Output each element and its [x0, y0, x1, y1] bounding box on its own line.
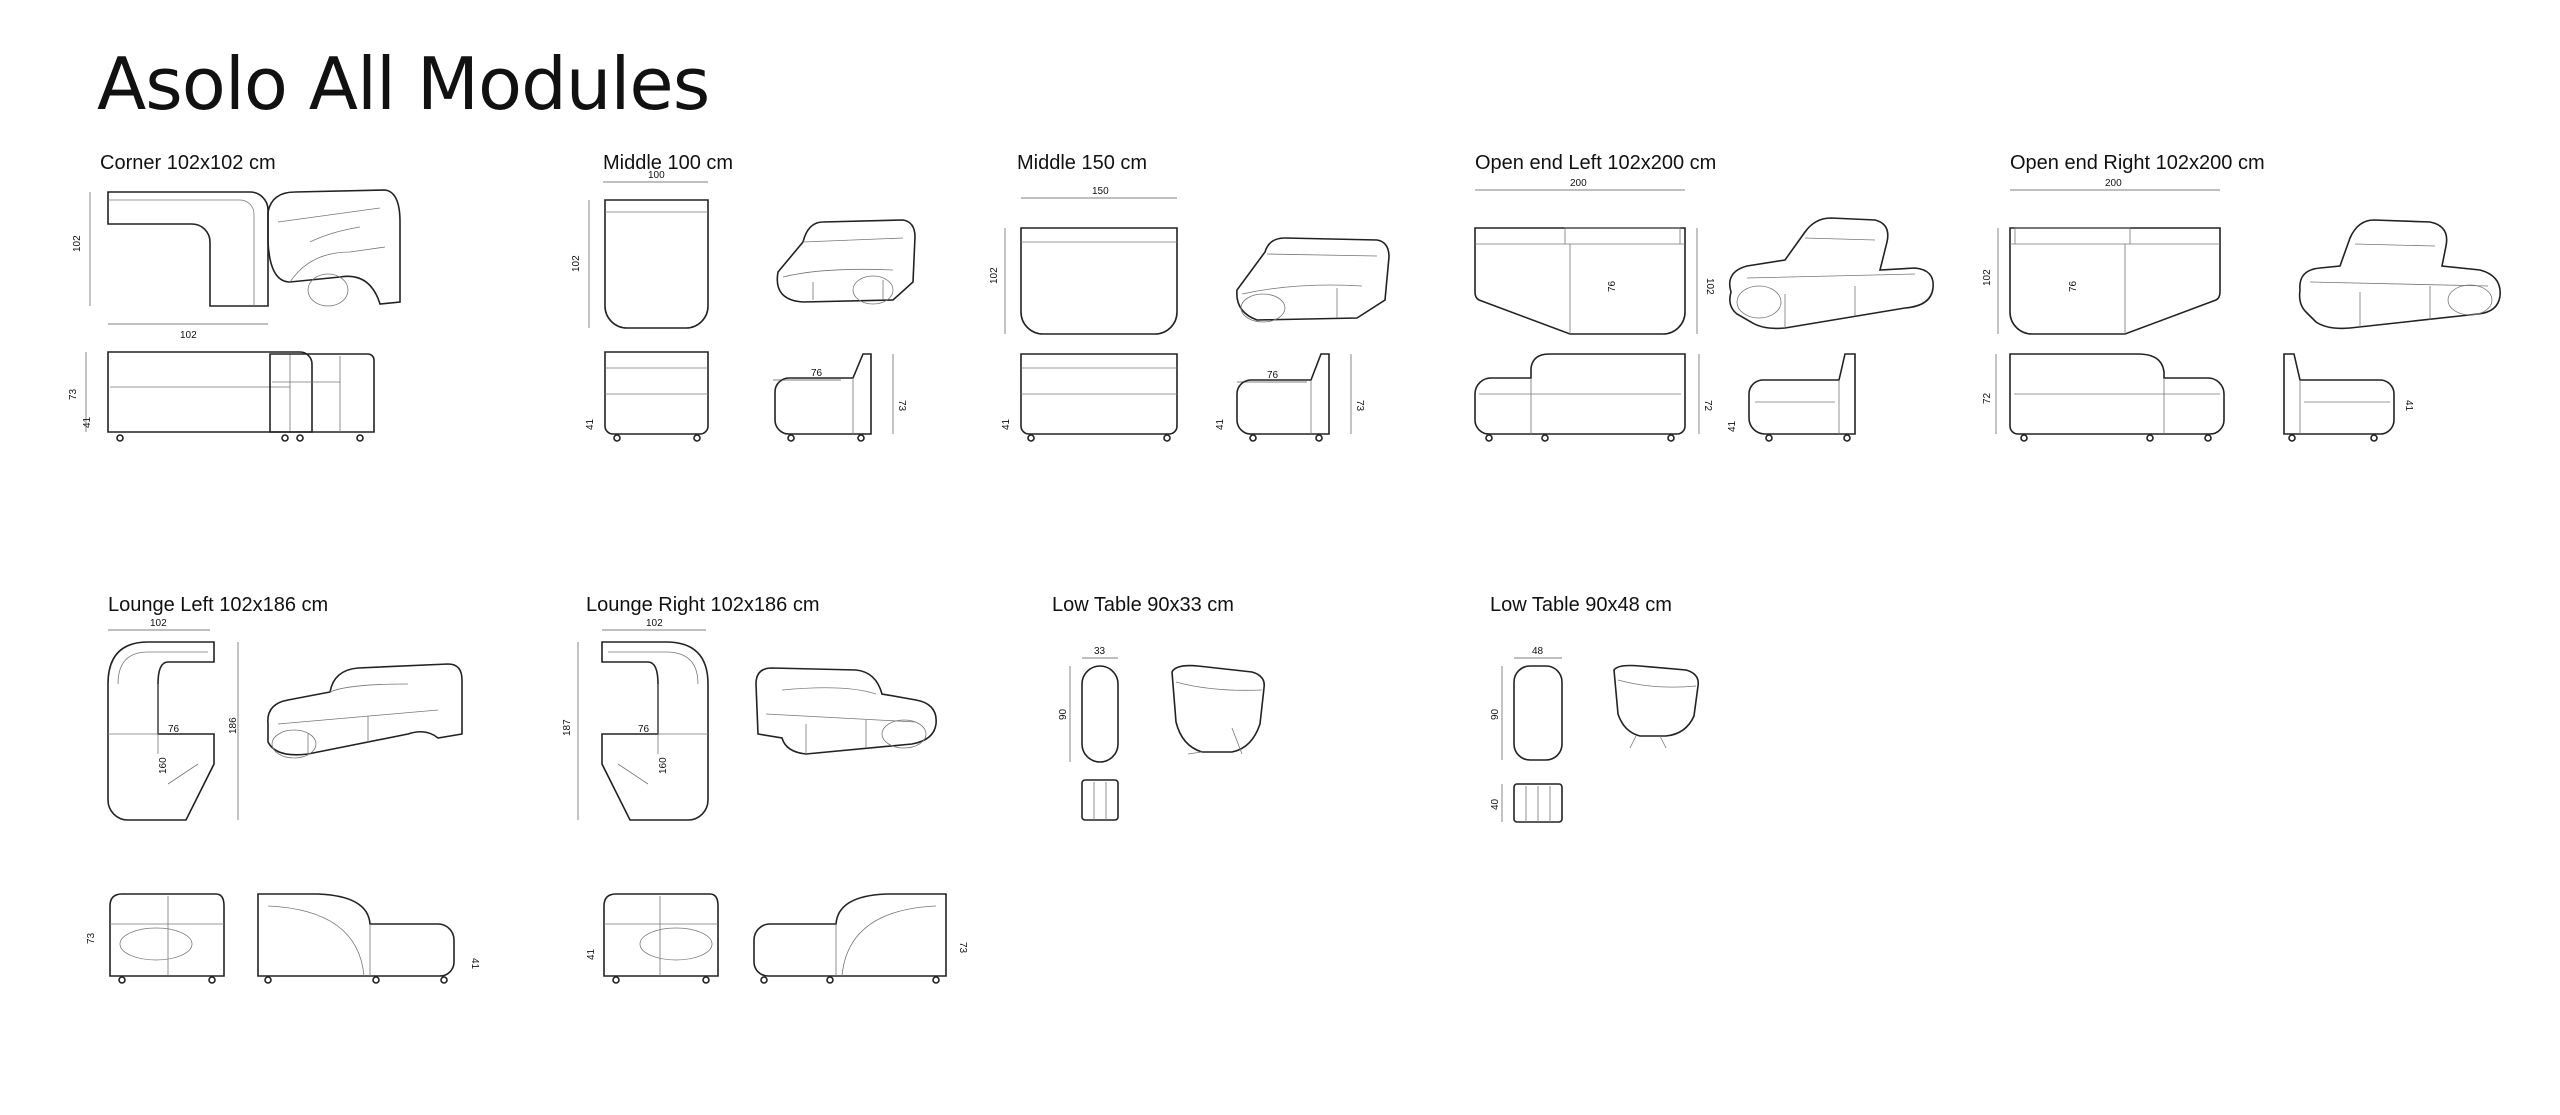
- low-table-90x48-perspective-view: [1613, 664, 1700, 749]
- open-end-right-dim-depth: 102: [1982, 269, 1993, 286]
- open-end-right-dim-height: 72: [1982, 392, 1993, 404]
- open-end-left-dim-height: 72: [1702, 400, 1713, 412]
- open-end-left-perspective-view: [1728, 217, 1934, 330]
- module-title: Lounge Right 102x186 cm: [586, 594, 820, 616]
- open-end-left-drawings: 200 102 76 72 41: [1474, 178, 1934, 442]
- lounge-right-front-view: [603, 893, 719, 984]
- lounge-left-dim-width: 102: [150, 618, 167, 629]
- middle-100-dim-width: 100: [648, 170, 665, 181]
- open-end-left-plan-view: [1474, 189, 1698, 335]
- lounge-left-dim-seat-depth: 76: [168, 724, 180, 735]
- low-table-90x48-dim-height: 40: [1490, 798, 1501, 810]
- low-table-90x48-dim-width: 48: [1532, 646, 1544, 657]
- middle-150-dim-seat: 41: [1001, 418, 1012, 430]
- open-end-right-dim-width: 200: [2105, 178, 2122, 189]
- lounge-right-dim-length: 187: [562, 719, 573, 736]
- module-title: Open end Left 102x200 cm: [1475, 152, 1717, 174]
- corner-dim-width: 102: [180, 330, 197, 341]
- open-end-right-drawings: 200 102 76 72 41: [1982, 178, 2501, 442]
- lounge-right-drawings: 102 76 160 187 41 73: [562, 618, 968, 984]
- open-end-left-front-view: [1474, 353, 1700, 442]
- lounge-left-drawings: 102 76 160 186 73 41: [86, 618, 480, 984]
- corner-dim-seat: 41: [82, 416, 93, 428]
- open-end-right-plan-view: [1997, 189, 2221, 335]
- open-end-right-front-view: [1995, 353, 2225, 442]
- middle-150-dim-seat-side: 41: [1215, 418, 1226, 430]
- middle-100-dim-seat: 41: [585, 418, 596, 430]
- lounge-right-dim-seat: 41: [586, 948, 597, 960]
- middle-150-front-view: [1020, 353, 1178, 442]
- middle-150-dim-width: 150: [1092, 186, 1109, 197]
- middle-100-drawings: 100 102 41 76 73: [571, 170, 916, 442]
- lounge-right-perspective-view: [755, 667, 937, 755]
- open-end-right-dim-seat-depth: 76: [2068, 280, 2079, 292]
- lounge-left-dim-seat: 41: [469, 958, 480, 970]
- low-table-90x33-drawings: 33 90: [1058, 646, 1266, 821]
- low-table-90x33-dim-width: 33: [1094, 646, 1106, 657]
- low-table-90x48-plan-view: [1501, 657, 1563, 761]
- open-end-left-dim-seat-depth: 76: [1607, 280, 1618, 292]
- low-table-90x33-perspective-view: [1171, 664, 1266, 755]
- lounge-right-plan-view: [577, 629, 709, 821]
- module-title: Low Table 90x33 cm: [1052, 594, 1234, 616]
- lounge-right-dim-seat-depth: 76: [638, 724, 650, 735]
- low-table-90x33-plan-view: [1069, 657, 1119, 763]
- middle-100-dim-depth: 102: [571, 255, 582, 272]
- middle-150-plan-view: [1004, 197, 1178, 335]
- open-end-right-side-view: [2283, 353, 2395, 442]
- middle-150-side-view: [1236, 353, 1352, 442]
- corner-plan-view: [89, 191, 269, 325]
- middle-150-dim-seat-depth: 76: [1267, 370, 1279, 381]
- lounge-left-front-view: [109, 893, 225, 984]
- middle-100-dim-height: 73: [896, 400, 907, 412]
- corner-dim-height: 73: [68, 388, 79, 400]
- low-table-90x33-dim-length: 90: [1058, 708, 1069, 720]
- corner-drawings: 102 102 73 41: [68, 189, 401, 442]
- middle-150-drawings: 150 102 41 76 41 73: [989, 186, 1390, 442]
- corner-dim-depth: 102: [72, 235, 83, 252]
- lounge-left-side-view: [257, 893, 455, 984]
- lounge-left-dim-inner-length: 160: [158, 757, 169, 774]
- lounge-right-side-view: [753, 893, 947, 984]
- open-end-left-dim-width: 200: [1570, 178, 1587, 189]
- module-title: Middle 100 cm: [603, 152, 734, 174]
- middle-100-plan-view: [588, 181, 709, 329]
- middle-100-dim-seat-depth: 76: [811, 368, 823, 379]
- corner-front-view: [85, 351, 313, 442]
- low-table-90x48-dim-length: 90: [1490, 708, 1501, 720]
- middle-100-perspective-view: [776, 219, 916, 305]
- module-title: Open end Right 102x200 cm: [2010, 152, 2265, 174]
- low-table-90x48-front-view: [1501, 783, 1563, 823]
- corner-side-view: [269, 353, 375, 442]
- lounge-right-dim-inner-length: 160: [658, 757, 669, 774]
- module-title: Corner 102x102 cm: [100, 152, 276, 174]
- low-table-90x48-drawings: 48 90 40: [1490, 646, 1700, 823]
- lounge-left-dim-length: 186: [228, 717, 239, 734]
- module-title: Middle 150 cm: [1017, 152, 1148, 174]
- middle-100-front-view: [604, 351, 709, 442]
- corner-perspective-view: [267, 189, 401, 307]
- open-end-left-dim-depth: 102: [1704, 278, 1715, 295]
- middle-100-side-view: [773, 353, 894, 442]
- low-table-90x33-front-view: [1081, 779, 1119, 821]
- lounge-right-dim-height: 73: [957, 942, 968, 954]
- lounge-left-perspective-view: [267, 663, 463, 759]
- page-title: Asolo All Modules: [97, 42, 710, 126]
- open-end-left-dim-seat: 41: [1727, 420, 1738, 432]
- open-end-right-dim-seat: 41: [2403, 400, 2414, 412]
- module-title: Lounge Left 102x186 cm: [108, 594, 329, 616]
- open-end-right-perspective-view: [2298, 219, 2501, 330]
- lounge-left-dim-height: 73: [86, 932, 97, 944]
- lounge-left-plan-view: [107, 629, 239, 821]
- middle-150-dim-depth: 102: [989, 267, 1000, 284]
- module-title: Low Table 90x48 cm: [1490, 594, 1672, 616]
- middle-150-dim-height: 73: [1354, 400, 1365, 412]
- open-end-left-side-view: [1748, 353, 1856, 442]
- lounge-right-dim-width: 102: [646, 618, 663, 629]
- middle-150-perspective-view: [1236, 237, 1390, 323]
